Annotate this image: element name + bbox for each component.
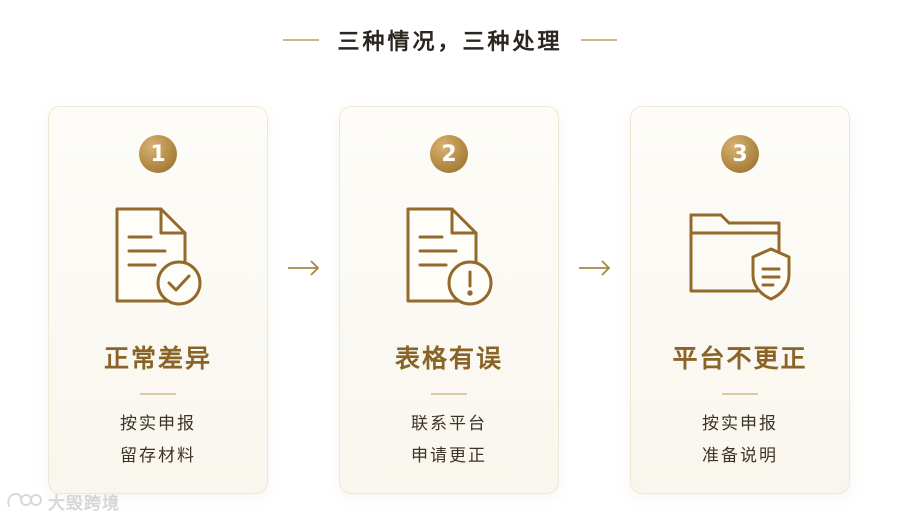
card-line: 留存材料 [120, 446, 196, 466]
card-normal-difference: 1 正常差异 按实申报 留存材料 [48, 106, 268, 494]
step-badge: 2 [430, 135, 468, 173]
title-left-rule [283, 39, 320, 41]
page-title: 三种情况，三种处理 [337, 30, 563, 55]
card-title: 平台不更正 [672, 344, 808, 373]
arrow-right-icon [288, 260, 320, 276]
watermark: 大毁跨境 [6, 488, 120, 514]
card-divider [722, 393, 758, 395]
watermark-text: 大毁跨境 [48, 493, 120, 514]
card-line: 按实申报 [120, 414, 196, 434]
title-right-rule [580, 39, 617, 41]
arrow-right-icon [579, 260, 611, 276]
card-form-error: 2 表格有误 联系平台 申请更正 [339, 106, 559, 494]
card-line: 联系平台 [411, 414, 487, 434]
card-divider [431, 393, 467, 395]
step-badge: 1 [139, 135, 177, 173]
card-title: 表格有误 [394, 344, 503, 373]
watermark-logo-icon [7, 492, 42, 507]
card-line: 准备说明 [702, 446, 778, 466]
card-divider [140, 393, 176, 395]
document-check-icon [103, 203, 213, 313]
card-platform-no-correction: 3 平台不更正 按实申报 准备说明 [630, 106, 850, 494]
header: 三种情况，三种处理 [0, 22, 900, 58]
card-title: 正常差异 [103, 344, 212, 373]
card-line: 申请更正 [411, 446, 487, 466]
card-line: 按实申报 [702, 414, 778, 434]
document-alert-icon [394, 203, 504, 313]
step-badge: 3 [721, 135, 759, 173]
folder-shield-icon [685, 203, 795, 313]
